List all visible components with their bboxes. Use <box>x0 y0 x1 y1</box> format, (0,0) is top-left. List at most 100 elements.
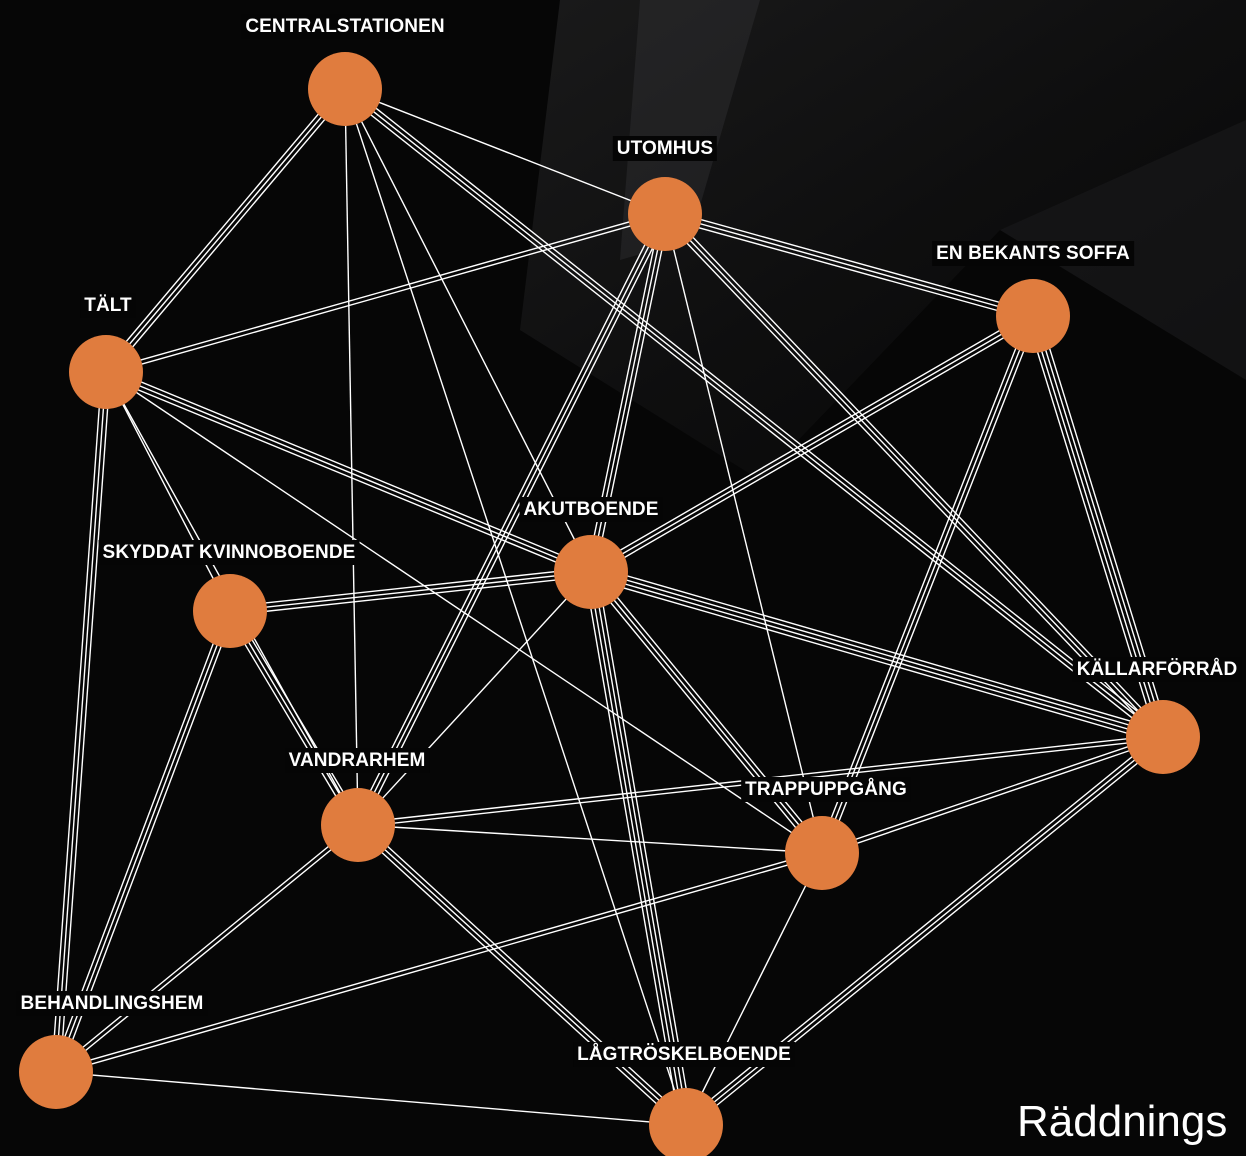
edge-soffa-trappuppgang <box>817 314 1038 855</box>
edge-trappuppgang-kallarforrad <box>821 734 1164 856</box>
edge-centralstationen-akutboende <box>344 88 592 573</box>
edge-strand <box>229 610 359 826</box>
edge-strand <box>821 315 1034 854</box>
edge-centralstationen-kallarforrad <box>341 85 1167 741</box>
node-label-utomhus: UTOMHUS <box>612 136 718 161</box>
edge-strand <box>55 1071 687 1126</box>
footer-title: Räddnings <box>1017 1097 1228 1146</box>
edge-utomhus-vandrarhem <box>353 211 670 828</box>
node-behandlingshem <box>19 1035 93 1109</box>
edge-strand <box>357 824 823 854</box>
edge-strand <box>105 371 823 854</box>
edge-vandrarhem-lagtroskel <box>354 821 690 1129</box>
edge-strand <box>341 91 1161 741</box>
node-label-skyddat-kvinnoboende: SKYDDAT KVINNOBOENDE <box>98 540 360 565</box>
edge-strand <box>354 827 684 1129</box>
edge-trappuppgang-lagtroskel <box>685 852 823 1126</box>
edge-strand <box>51 371 103 1072</box>
node-centralstationen <box>308 52 382 126</box>
edge-strand <box>596 570 693 1125</box>
edge-strand <box>593 568 826 851</box>
edge-strand <box>107 367 593 569</box>
node-vandrarhem <box>321 788 395 862</box>
edge-strand <box>588 311 1032 569</box>
edge-strand <box>590 315 1034 573</box>
edge-talt-behandlingshem <box>51 371 111 1073</box>
edge-akutboende-skyddat <box>229 567 592 616</box>
edge-strand <box>108 91 349 376</box>
node-skyddat <box>193 574 267 648</box>
node-label-akutboende: AKUTBOENDE <box>519 497 663 522</box>
edge-utomhus-kallarforrad <box>661 210 1167 741</box>
node-label-lagtroskelboende: LÅGTRÖSKELBOENDE <box>573 1042 795 1067</box>
edge-strand <box>590 571 823 854</box>
edge-strand <box>104 375 590 577</box>
edge-strand <box>344 88 1164 738</box>
node-kallarforrad <box>1126 700 1200 774</box>
node-label-vandrarhem: VANDRARHEM <box>284 748 430 773</box>
edge-skyddat-vandrarhem <box>225 608 363 828</box>
edge-strand <box>592 565 1165 732</box>
edge-strand <box>344 88 666 215</box>
edge-strand <box>661 216 1161 741</box>
edge-strand <box>590 573 1163 740</box>
node-lagtroskel <box>649 1088 723 1156</box>
edge-soffa-akutboende <box>588 311 1036 577</box>
edge-strand <box>817 314 1030 852</box>
node-label-trappuppgang: TRAPPUPPGÅNG <box>741 777 911 802</box>
edge-utomhus-trappuppgang <box>664 213 823 854</box>
node-label-kallarforrad: KÄLLARFÖRRÅD <box>1072 657 1242 682</box>
edge-strand <box>105 371 592 573</box>
edge-strand <box>54 822 358 1071</box>
node-label-talt: TÄLT <box>80 293 136 318</box>
edge-utomhus-soffa <box>663 209 1035 321</box>
edge-akutboende-vandrarhem <box>357 571 592 826</box>
edge-strand <box>357 213 666 826</box>
edge-strand <box>344 88 592 573</box>
edge-vandrarhem-behandlingshem <box>54 822 360 1075</box>
edge-strand <box>584 572 681 1127</box>
edge-strand <box>233 608 363 824</box>
edge-strand <box>592 319 1036 577</box>
edge-strand <box>225 612 355 828</box>
edge-strand <box>589 577 1162 744</box>
edge-strand <box>664 213 1164 738</box>
edge-centralstationen-talt <box>102 85 349 376</box>
node-label-behandlingshem: BEHANDLINGSHEM <box>16 991 208 1016</box>
edge-strand <box>106 215 666 375</box>
edge-akutboende-kallarforrad <box>589 565 1165 744</box>
edge-strand <box>55 850 822 1071</box>
edge-centralstationen-vandrarhem <box>344 88 359 826</box>
edge-strand <box>357 571 592 826</box>
edge-strand <box>353 211 662 824</box>
edge-talt-trappuppgang <box>105 371 823 854</box>
node-akutboende <box>554 535 628 609</box>
edge-strand <box>667 210 1167 735</box>
edge-akutboende-trappuppgang <box>587 568 826 857</box>
edge-strand <box>664 213 1034 317</box>
edge-strand <box>102 85 343 370</box>
node-soffa <box>996 279 1070 353</box>
edge-akutboende-lagtroskel <box>584 570 693 1127</box>
edge-talt-skyddat <box>105 371 231 612</box>
edge-strand <box>56 826 360 1075</box>
node-utomhus <box>628 177 702 251</box>
edge-strand <box>230 575 592 616</box>
edge-strand <box>347 85 1167 735</box>
node-label-en-bekants-soffa: EN BEKANTS SOFFA <box>932 241 1134 266</box>
edge-strand <box>56 854 823 1075</box>
node-talt <box>69 335 143 409</box>
edge-strand <box>105 88 346 373</box>
edge-centralstationen-utomhus <box>344 88 666 215</box>
edge-strand <box>664 213 823 854</box>
edge-strand <box>229 567 591 608</box>
edge-strand <box>357 824 687 1126</box>
edge-strand <box>588 572 685 1126</box>
edge-strand <box>822 738 1164 856</box>
edge-strand <box>55 371 107 1073</box>
edge-strand <box>229 571 592 612</box>
edge-strand <box>587 574 820 857</box>
node-layer <box>19 52 1200 1156</box>
edge-strand <box>361 215 670 828</box>
